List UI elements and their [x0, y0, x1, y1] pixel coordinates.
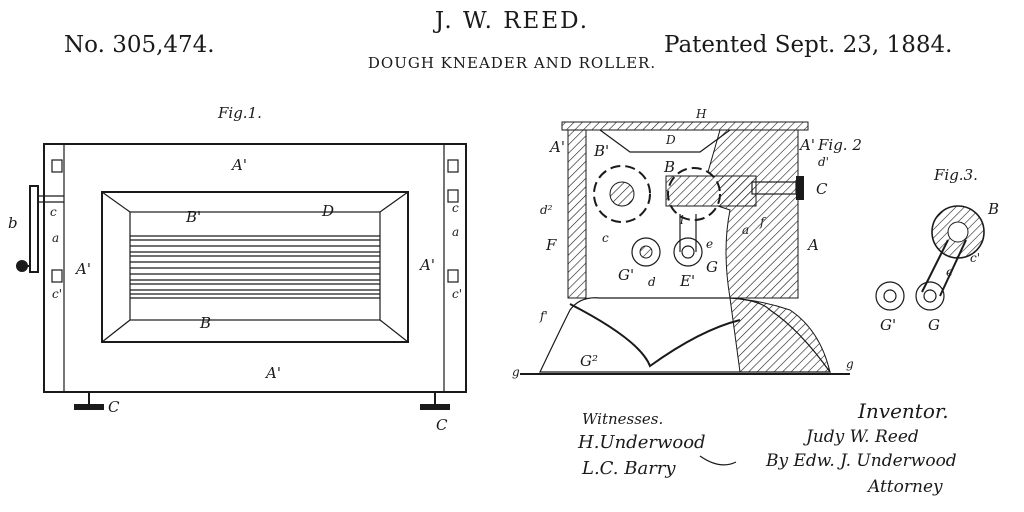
label-i: i — [680, 213, 684, 227]
label-D: D — [321, 202, 334, 220]
fig1-label: Fig.1. — [217, 104, 262, 122]
label-fig3-G: G — [928, 316, 940, 334]
label-fig2-A: A — [806, 236, 819, 254]
label-g-left: g — [512, 365, 520, 379]
label-c-right: c — [452, 201, 459, 215]
label-d1: d' — [818, 155, 829, 169]
label-F: F — [545, 236, 557, 254]
trough — [569, 303, 741, 368]
label-G2: G² — [580, 352, 598, 370]
label-fig2-e: e — [706, 237, 713, 251]
roller-G — [673, 237, 703, 267]
label-fig2-A1-right: A' — [798, 136, 815, 154]
patent-number: No. 305,474. — [64, 32, 215, 58]
right-body — [699, 129, 799, 299]
label-fig2-G1: G' — [618, 266, 634, 284]
label-f1: f' — [539, 309, 548, 323]
witness-2-signature: L.C. Barry — [581, 458, 676, 479]
label-fig2-D: D — [665, 133, 676, 147]
label-H: H — [695, 107, 707, 121]
label-B: B — [199, 314, 211, 332]
shaft-block — [665, 175, 757, 207]
foot-left-C — [74, 404, 104, 410]
label-fig3-e: e — [946, 265, 953, 279]
witnesses-label: Witnesses. — [582, 410, 663, 428]
label-fig2-a: a — [742, 223, 749, 237]
roller-G1 — [631, 237, 661, 267]
label-fig3-G1: G' — [880, 316, 896, 334]
label-C-right: C — [436, 416, 448, 434]
label-b: b — [8, 214, 18, 232]
label-fig2-B1: B' — [593, 142, 609, 160]
figure-1: Fig.1. — [8, 104, 467, 434]
label-A1-left: A' — [74, 260, 91, 278]
fig2-label: Fig. 2 — [817, 136, 862, 154]
signatures: Witnesses. H.Underwood L.C. Barry Invent… — [577, 399, 957, 497]
witness-1-signature: H.Underwood — [577, 432, 706, 453]
inventor-label: Inventor. — [857, 399, 949, 423]
attorney-by-line: By Edw. J. Underwood — [765, 451, 957, 471]
label-a-left: a — [52, 231, 59, 245]
crank-handle-b — [16, 185, 64, 273]
fig1-roller-B — [130, 235, 380, 299]
left-wall — [567, 129, 587, 299]
label-C-left: C — [108, 398, 120, 416]
label-fig2-B: B — [663, 158, 675, 176]
label-fig2-C: C — [816, 180, 828, 198]
inventor-signature: Judy W. Reed — [803, 427, 919, 447]
fig1-bevel-frame — [101, 191, 409, 343]
foot-right-C — [420, 404, 450, 410]
label-fig3-B: B — [987, 200, 999, 218]
screw-C — [796, 176, 804, 200]
fig1-outer-frame — [43, 143, 467, 393]
label-fig2-f: f — [759, 215, 767, 229]
attorney-label: Attorney — [866, 477, 943, 497]
figure-3: Fig.3. B c' e G' G — [875, 166, 999, 334]
label-fig3-c1: c' — [970, 251, 980, 265]
label-a-right: a — [452, 225, 459, 239]
label-A1-bottom: A' — [264, 364, 281, 382]
patent-date: Patented Sept. 23, 1884. — [664, 32, 953, 58]
fig3-label: Fig.3. — [933, 166, 978, 184]
inventor-name: J. W. REED. — [434, 8, 590, 34]
top-board-H — [561, 121, 809, 131]
label-A1-top: A' — [230, 156, 247, 174]
patent-title: DOUGH KNEADER AND ROLLER. — [367, 54, 657, 72]
label-c1-right: c' — [452, 287, 462, 301]
figure-2: Fig. 2 H A' B' D B A' d' C — [512, 107, 862, 379]
label-fig2-c: c — [602, 231, 609, 245]
label-fig2-d: d — [648, 275, 656, 289]
label-d2: d² — [540, 203, 553, 217]
fig3-roller-G1 — [875, 281, 905, 311]
fig3-roller-G — [915, 281, 945, 311]
label-A1-right: A' — [418, 256, 435, 274]
label-fig2-G: G — [706, 258, 718, 276]
label-E1: E' — [679, 272, 695, 290]
label-B1: B' — [185, 208, 201, 226]
label-fig2-A1-left: A' — [548, 138, 565, 156]
label-g-right: g — [846, 357, 854, 371]
label-c1-left: c' — [52, 287, 62, 301]
label-c-left: c — [50, 205, 57, 219]
